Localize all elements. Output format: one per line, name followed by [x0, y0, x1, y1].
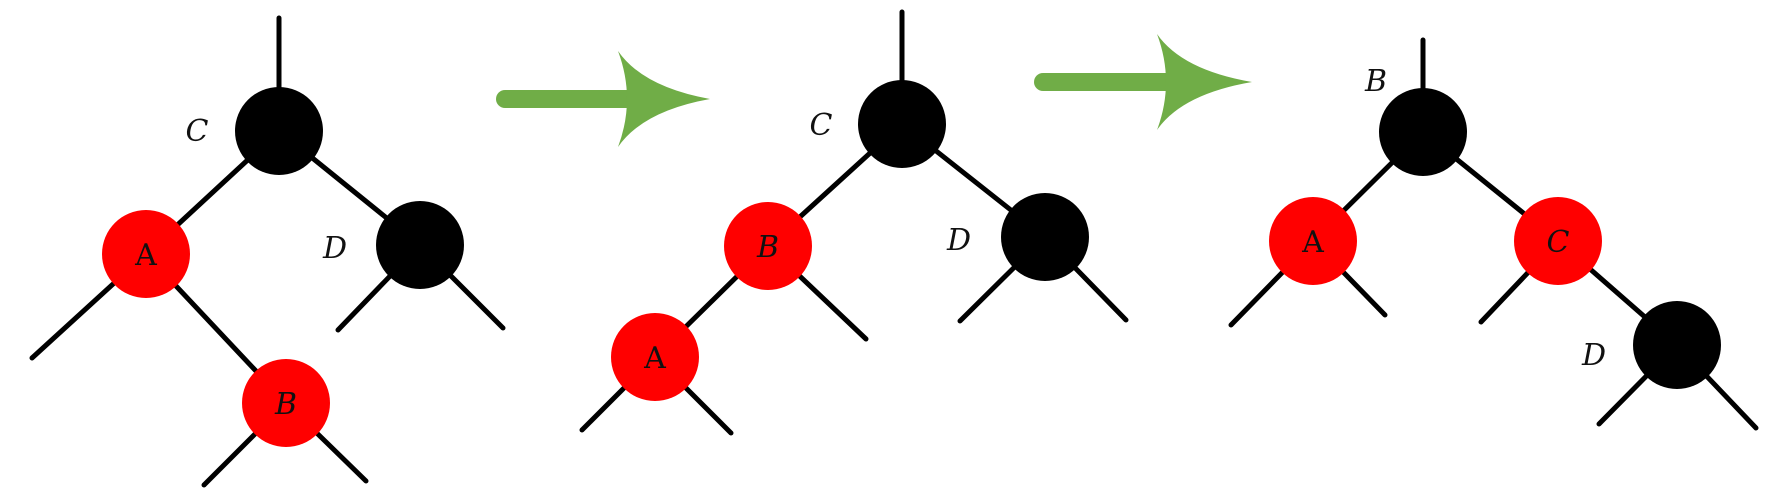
arrow-head	[618, 51, 710, 147]
node-label-B: B	[274, 387, 297, 422]
node-label-A: A	[134, 238, 157, 273]
node-label-C: C	[1547, 225, 1570, 260]
tree-1-nodes: C A D B	[102, 87, 464, 447]
nodes-layer: C A D B C B D A B A C D	[102, 64, 1721, 447]
node-D-black	[1001, 193, 1089, 281]
node-B-red	[242, 359, 330, 447]
tree-3-nodes: B A C D	[1269, 64, 1721, 389]
node-label-D: D	[1581, 338, 1606, 373]
node-D-black	[376, 201, 464, 289]
node-label-A: A	[1301, 225, 1324, 260]
node-C-red	[1514, 197, 1602, 285]
node-A-red	[1269, 197, 1357, 285]
node-label-C: C	[186, 114, 209, 149]
transition-arrow-1	[496, 51, 710, 147]
node-label-A: A	[643, 341, 666, 376]
transition-arrow-2	[1034, 34, 1252, 130]
node-label-B: B	[1364, 64, 1387, 99]
node-label-C: C	[810, 108, 833, 143]
node-A-red	[611, 313, 699, 401]
node-A-red	[102, 210, 190, 298]
node-C-black	[235, 87, 323, 175]
node-B-black	[1379, 88, 1467, 176]
node-label-D: D	[946, 223, 971, 258]
node-D-black	[1633, 301, 1721, 389]
node-B-red	[724, 202, 812, 290]
arrows-layer	[496, 34, 1252, 147]
arrow-head	[1157, 34, 1252, 130]
tree-2-nodes: C B D A	[611, 80, 1089, 401]
node-label-B: B	[756, 230, 779, 265]
node-C-black	[858, 80, 946, 168]
node-label-D: D	[322, 231, 347, 266]
